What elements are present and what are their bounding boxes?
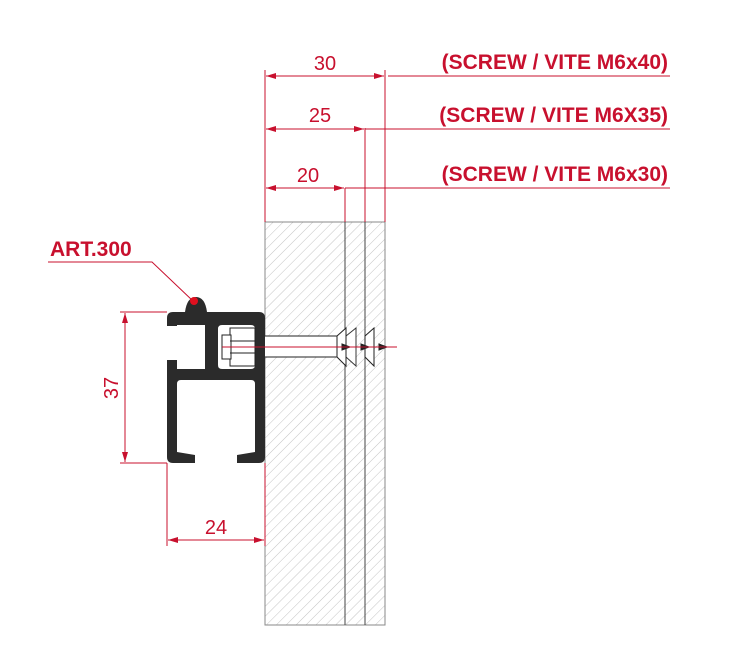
part-label-art300: ART.300 <box>48 238 194 302</box>
aluminium-profile-art300 <box>167 297 265 463</box>
dimension-37: 37 <box>101 311 167 464</box>
svg-text:24: 24 <box>205 517 227 539</box>
reference-dot <box>190 297 198 305</box>
screw-label-m6x35: (SCREW / VITE M6X35) <box>439 104 668 127</box>
svg-text:25: 25 <box>309 105 331 127</box>
dimension-20: 20 <box>266 165 344 191</box>
dimension-30: 30 <box>266 53 384 79</box>
wall-section <box>264 221 386 626</box>
dimension-25: 25 <box>266 105 364 132</box>
screw-label-m6x30: (SCREW / VITE M6x30) <box>442 163 668 186</box>
screw-label-m6x40: (SCREW / VITE M6x40) <box>442 51 668 74</box>
svg-text:ART.300: ART.300 <box>50 238 132 261</box>
svg-text:37: 37 <box>101 377 123 399</box>
extension-lines <box>264 70 670 222</box>
svg-text:20: 20 <box>297 165 319 187</box>
svg-text:30: 30 <box>314 53 336 75</box>
dimension-24: 24 <box>166 463 266 546</box>
